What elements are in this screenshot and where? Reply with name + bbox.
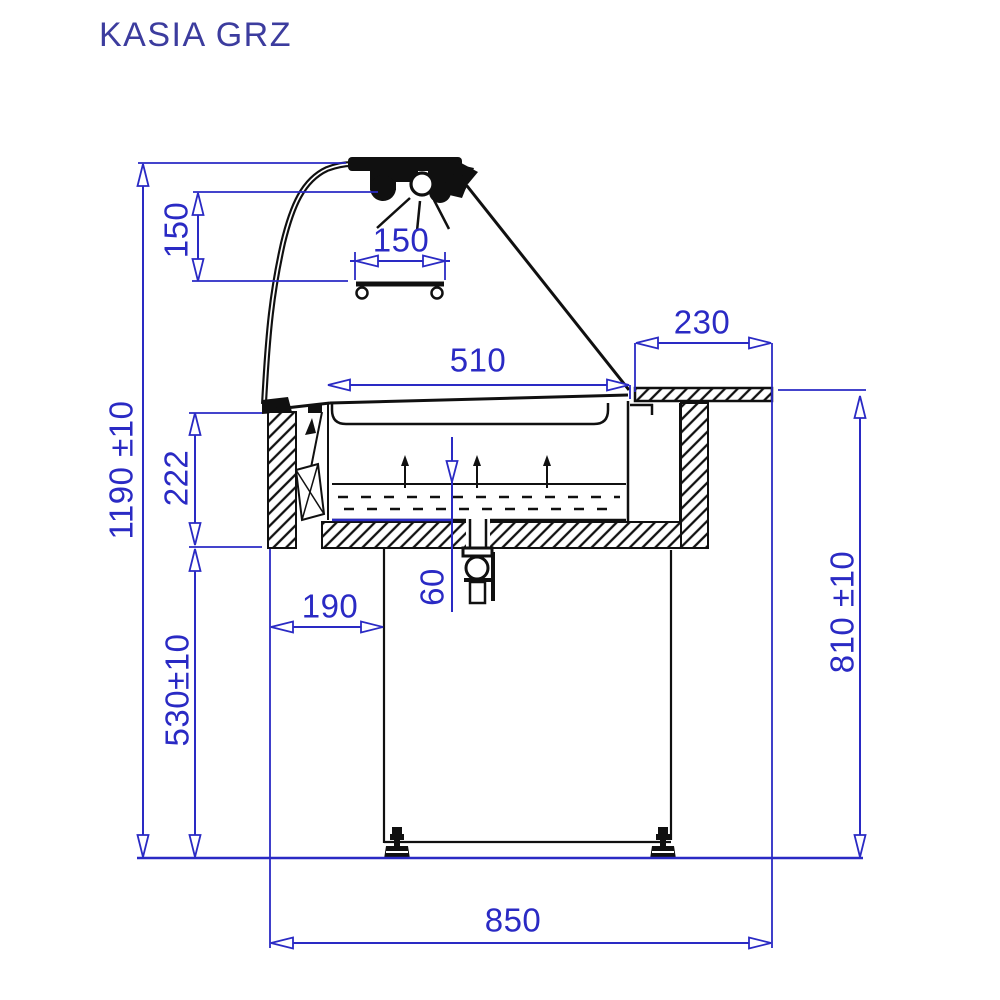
- curved-glass: [261, 161, 450, 405]
- steam-arrows: [401, 455, 551, 488]
- dim-total-height-label: 1190 ±10: [102, 400, 140, 540]
- rear-glass-diagonal: [450, 166, 631, 391]
- lift-mechanism: [294, 405, 326, 522]
- right-wall-hatched: [680, 402, 709, 549]
- light-rays: [376, 197, 451, 232]
- lamp-icon: [348, 157, 478, 203]
- dim-water-depth-label: 60: [413, 568, 451, 606]
- dim-total-depth-label: 850: [484, 901, 542, 939]
- extension-lines: [138, 162, 866, 948]
- dim-glass-top-height-label: 150: [157, 201, 195, 259]
- dim-lamp-shelf-width-label: 150: [372, 221, 430, 259]
- basin-floor-hatched: [321, 521, 709, 549]
- adjustable-feet: [384, 827, 676, 859]
- drain-valve-icon: [461, 518, 495, 605]
- lamp-shelf: [355, 281, 444, 300]
- counter-structure: [261, 157, 774, 859]
- dim-rear-counter-depth-label: 230: [673, 303, 731, 341]
- dim-base-inset-label: 190: [301, 587, 359, 625]
- dimension-lines: [136, 162, 867, 950]
- arrowheads: [136, 163, 867, 950]
- front-wall-hatched: [267, 411, 297, 549]
- dim-worktop-height-label: 810 ±10: [823, 550, 861, 674]
- dim-understructure-height-label: 530±10: [158, 633, 196, 747]
- rear-countertop-hatched: [633, 386, 774, 403]
- page-title: KASIA GRZ: [99, 16, 292, 54]
- front-rim-slant: [267, 401, 331, 412]
- dim-well-depth-label: 222: [157, 449, 195, 507]
- base-cabinet: [382, 549, 673, 844]
- dim-basin-width-label: 510: [449, 341, 507, 379]
- basin-rim: [329, 393, 629, 405]
- water-bath: [332, 483, 626, 522]
- gastronorm-pan: [330, 403, 610, 426]
